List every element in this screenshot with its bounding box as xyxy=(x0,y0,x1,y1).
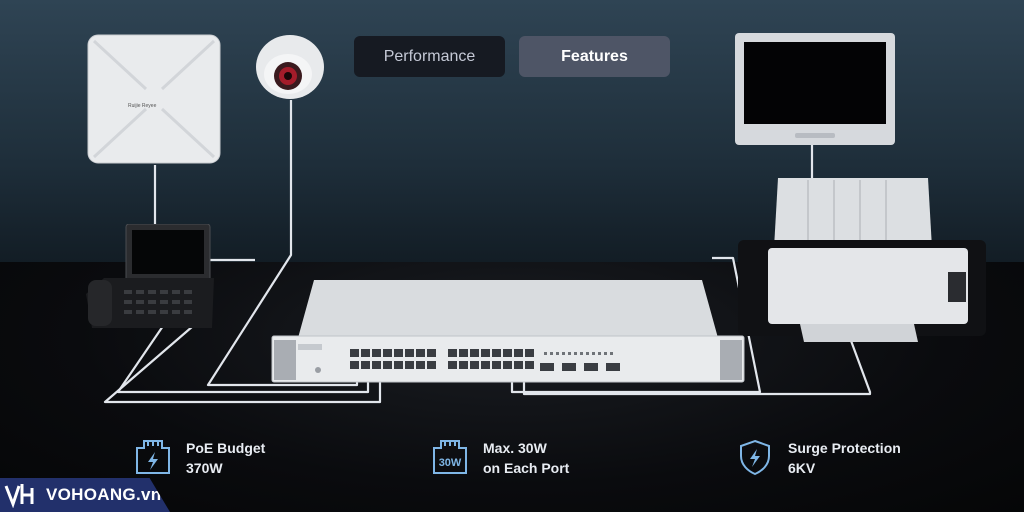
feature-max-value: on Each Port xyxy=(483,460,570,476)
surge-shield-icon xyxy=(740,439,770,476)
30w-icon-label: 30W xyxy=(439,457,462,469)
vh-logo-icon xyxy=(4,484,34,508)
dome-camera-device xyxy=(256,35,324,99)
feature-surge-protection: Surge Protection 6KV xyxy=(736,438,901,478)
feature-poe-title: PoE Budget xyxy=(186,440,266,456)
logo-text: VOHOANG.vn xyxy=(46,485,162,504)
feature-surge-title: Surge Protection xyxy=(788,440,901,456)
tab-performance[interactable]: Performance xyxy=(354,36,505,77)
desk-phone-device xyxy=(86,224,214,328)
access-point-device: Ruijie Reyee xyxy=(87,34,221,164)
svg-text:Ruijie Reyee: Ruijie Reyee xyxy=(128,103,157,109)
feature-max-30w: 30W Max. 30W on Each Port xyxy=(431,438,569,478)
vohoang-logo[interactable]: VOHOANG.vn xyxy=(0,478,170,512)
feature-poe-budget: PoE Budget 370W xyxy=(134,438,265,478)
30w-port-icon: 30W xyxy=(433,440,467,474)
tab-features[interactable]: Features xyxy=(519,36,670,77)
feature-max-title: Max. 30W xyxy=(483,440,547,456)
printer-device xyxy=(738,178,986,342)
feature-poe-value: 370W xyxy=(186,460,223,476)
poe-budget-icon xyxy=(136,440,170,474)
monitor-device xyxy=(735,33,895,145)
feature-surge-value: 6KV xyxy=(788,460,816,476)
network-switch-device xyxy=(271,280,745,383)
